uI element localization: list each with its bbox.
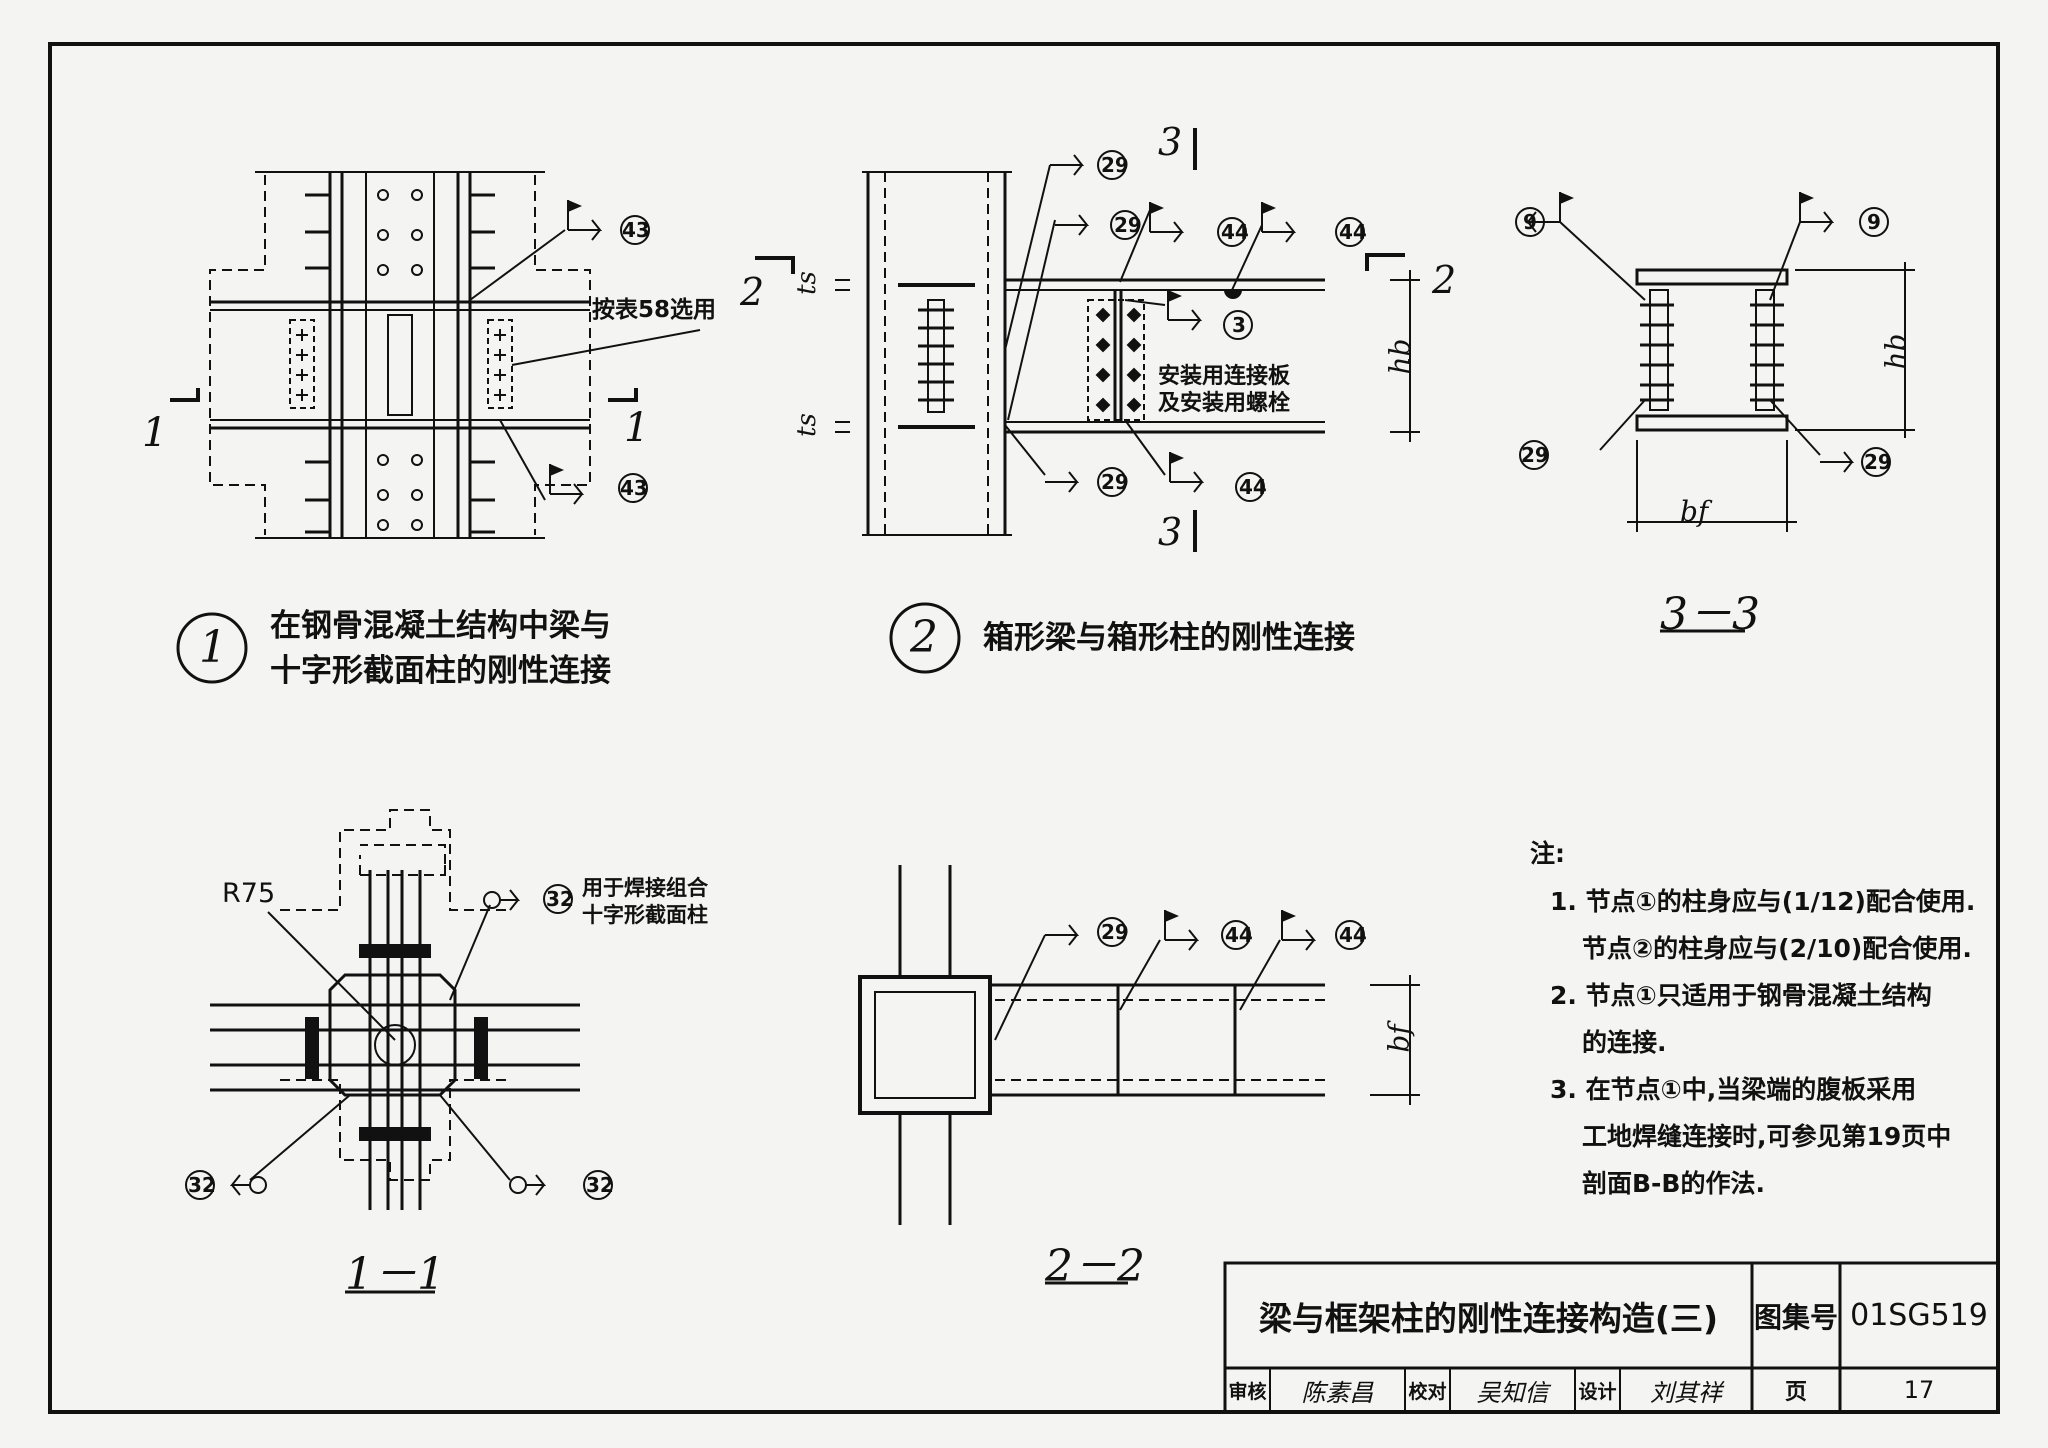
note-line: 2. 节点①只适用于钢骨混凝土结构 [1550,981,1932,1010]
sec11-note-2: 十字形截面柱 [582,903,708,927]
sec33-dim-bf: bf [1680,495,1709,528]
node2-section-mark-2-left: 2 [740,270,765,314]
sec22-label: 2－2 [1045,1241,1145,1292]
sec22-ref-44-b: 44 [1339,923,1367,947]
title-block-atlas-label: 图集号 [1753,1300,1838,1334]
title-block-design-signature: 刘其祥 [1650,1378,1722,1407]
title-block-review-label: 审核 [1228,1380,1267,1403]
title-block-title: 梁与框架柱的刚性连接构造(三) [1258,1298,1719,1338]
node2-ref-29-a: 29 [1101,153,1129,177]
node1-callout: 按表58选用 [592,297,717,323]
sec11-label: 1－1 [345,1249,445,1300]
node2-ref-29-b: 29 [1114,213,1142,237]
sec33-ref-9-left: 9 [1523,210,1537,234]
node1-section-mark-left: 1 [142,410,168,456]
node2-ref-44-b: 44 [1339,220,1367,244]
note-line: 的连接. [1582,1028,1667,1057]
node2-ref-44-c: 44 [1239,475,1267,499]
sec22-ref-29: 29 [1101,920,1129,944]
node1-section-mark-right: 1 [624,405,650,451]
node1-caption-line2: 十字形截面柱的刚性连接 [270,653,611,689]
node2-dim-ts-bottom: ts [791,413,822,437]
title-block-grid [1223,1261,2000,1414]
node2-caption-title: 箱形梁与箱形柱的刚性连接 [983,620,1355,656]
sec33-label: 3－3 [1660,589,1760,640]
section-1-1-drawing [210,809,580,1210]
node1-caption-number: 1 [199,622,227,673]
node2-section-mark-2-right: 2 [1432,258,1457,302]
sec33-ref-29-right: 29 [1864,450,1892,474]
node1-ref-43-top: 43 [622,218,650,242]
title-block-page-label: 页 [1784,1380,1807,1405]
node2-caption-number: 2 [910,612,938,663]
node1-caption-line1: 在钢骨混凝土结构中梁与 [270,608,611,644]
sec11-ref-32-right: 32 [586,1173,614,1197]
sec11-ref-32-top: 32 [546,887,574,911]
note-line: 节点②的柱身应与(2/10)配合使用. [1582,934,1972,963]
node1-ref-43-bottom: 43 [620,476,648,500]
note-line: 3. 在节点①中,当梁端的腹板采用 [1550,1075,1917,1104]
title-block-check-label: 校对 [1408,1380,1447,1403]
node2-section-mark-3-bottom: 3 [1158,510,1183,554]
node2-plate-label-2: 及安装用螺栓 [1158,391,1291,416]
title-block-design-label: 设计 [1578,1380,1617,1403]
node2-ref-29-c: 29 [1101,470,1129,494]
sec22-dim-bf: bf [1382,1024,1416,1053]
notes-list: 1. 节点①的柱身应与(1/12)配合使用. 节点②的柱身应与(2/10)配合使… [1550,878,1975,1207]
note-line: 1. 节点①的柱身应与(1/12)配合使用. [1550,887,1976,916]
title-block-review-signature: 陈素昌 [1301,1378,1374,1407]
sec11-ref-32-left: 32 [188,1173,216,1197]
node2-dim-ts-top: ts [791,271,822,295]
sec33-dim-hb: hb [1879,333,1913,370]
title-block-check-signature: 吴知信 [1476,1378,1549,1407]
node2-ref-3: 3 [1232,313,1246,337]
sheet-border [48,42,2000,1414]
sec11-note-1: 用于焊接组合 [582,876,708,900]
note-line: 剖面B-B的作法. [1582,1169,1765,1198]
node1-drawing [170,171,701,539]
sec22-ref-44-a: 44 [1225,923,1253,947]
title-block-page-no: 17 [1903,1376,1935,1404]
node2-drawing [755,128,1420,552]
title-block-atlas-no: 01SG519 [1850,1298,1988,1333]
node2-section-mark-3-top: 3 [1158,120,1183,164]
section-2-2-drawing [858,865,1420,1225]
notes-heading: 注: [1530,839,1565,868]
note-line: 工地焊缝连接时,可参见第19页中 [1582,1122,1952,1151]
sec33-ref-9-right: 9 [1867,210,1881,234]
node2-ref-44-a: 44 [1221,220,1249,244]
node2-dim-hb: hb [1383,338,1417,375]
section-3-3-drawing [1559,221,1915,532]
sec11-radius: R75 [222,878,276,909]
node2-plate-label-1: 安装用连接板 [1158,364,1291,389]
sec33-ref-29-left: 29 [1521,443,1549,467]
